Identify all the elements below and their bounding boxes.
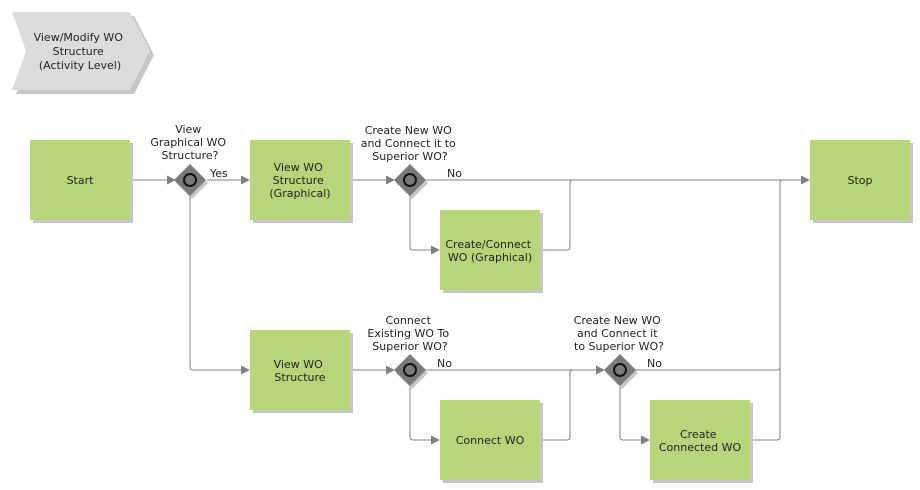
question-line: Graphical WO: [150, 136, 226, 149]
task-create-connect-wo-graphical[interactable]: Create/Connect WO (Graphical): [440, 210, 543, 293]
task-create-connected-wo[interactable]: Create Connected WO: [650, 400, 753, 483]
gateway-question-g3: Connect Existing WO To Superior WO?: [367, 314, 452, 353]
task-create-connect-label: Create/Connect WO (Graphical): [445, 238, 534, 264]
flow-label-no: No: [447, 167, 462, 180]
flow-createconnected-up: [750, 179, 784, 441]
gateway-question-g2: Create New WO and Connect it to Superior…: [361, 124, 460, 163]
question-line: Existing WO To: [367, 327, 449, 340]
gateway-question-g1: View Graphical WO Structure?: [150, 123, 229, 162]
task-label-line: Connect WO: [456, 434, 525, 447]
header-title: View/Modify WO Structure (Activity Level…: [34, 31, 127, 72]
question-line: and Connect it: [577, 327, 658, 340]
header-title-line: Structure: [53, 45, 104, 58]
task-label-line: Structure: [273, 174, 324, 187]
task-label-line: Structure: [274, 371, 325, 384]
gateway-view-graphical[interactable]: [174, 164, 208, 199]
gateway-circle-icon: [613, 363, 627, 377]
question-line: Structure?: [161, 149, 218, 162]
header-title-line: (Activity Level): [39, 59, 121, 72]
task-stop-label: Stop: [847, 174, 872, 187]
flow-g1-down: [189, 196, 250, 375]
task-label-line: Stop: [847, 174, 872, 187]
flow-g2-down: [409, 196, 440, 255]
task-connect-wo-label: Connect WO: [456, 434, 525, 447]
task-label-line: View WO: [274, 358, 323, 371]
task-create-connected-label: Create Connected WO: [659, 428, 742, 454]
question-line: View: [175, 123, 201, 136]
task-label-line: Create: [680, 428, 717, 441]
question-line: to Superior WO?: [574, 340, 664, 353]
task-view-wo-structure-graphical[interactable]: View WO Structure (Graphical): [250, 140, 353, 223]
question-line: Superior WO?: [372, 340, 448, 353]
header-chevron: View/Modify WO Structure (Activity Level…: [12, 12, 154, 94]
flow-connectwo-up: [540, 369, 574, 441]
header-title-line: View/Modify WO: [34, 31, 124, 44]
task-view-graphical-label: View WO Structure (Graphical): [269, 161, 330, 200]
task-label-line: WO (Graphical): [448, 251, 532, 264]
flow-g3-down: [409, 386, 440, 445]
task-view-structure-label: View WO Structure: [274, 358, 327, 384]
flow-label-yes: Yes: [209, 167, 228, 180]
task-view-wo-structure[interactable]: View WO Structure: [250, 330, 353, 413]
gateway-question-g4: Create New WO and Connect it to Superior…: [574, 314, 665, 353]
gateway-connect-existing-wo[interactable]: [394, 354, 428, 389]
gateway-create-new-wo-graphical[interactable]: [394, 164, 428, 199]
question-line: Create New WO: [574, 314, 661, 327]
task-stop[interactable]: Stop: [810, 140, 913, 223]
task-label-line: View WO: [274, 161, 323, 174]
task-label-line: Create/Connect: [445, 238, 531, 251]
question-line: and Connect it to: [361, 137, 456, 150]
question-line: Superior WO?: [372, 150, 448, 163]
flow-g4-down: [619, 386, 650, 445]
task-label-line: Connected WO: [659, 441, 742, 454]
question-line: Connect: [386, 314, 432, 327]
gateway-circle-icon: [183, 173, 197, 187]
flow-label-no: No: [647, 357, 662, 370]
task-start-label: Start: [67, 174, 95, 187]
task-start[interactable]: Start: [30, 140, 133, 223]
gateway-circle-icon: [403, 363, 417, 377]
flow-label-no: No: [437, 357, 452, 370]
question-line: Create New WO: [365, 124, 452, 137]
gateway-create-new-wo[interactable]: [604, 354, 638, 389]
gateway-circle-icon: [403, 173, 417, 187]
task-label-line: (Graphical): [269, 187, 330, 200]
flow-createconnect-up: [540, 179, 574, 251]
connectors: [130, 175, 810, 445]
task-connect-wo[interactable]: Connect WO: [440, 400, 543, 483]
task-label-line: Start: [67, 174, 95, 187]
